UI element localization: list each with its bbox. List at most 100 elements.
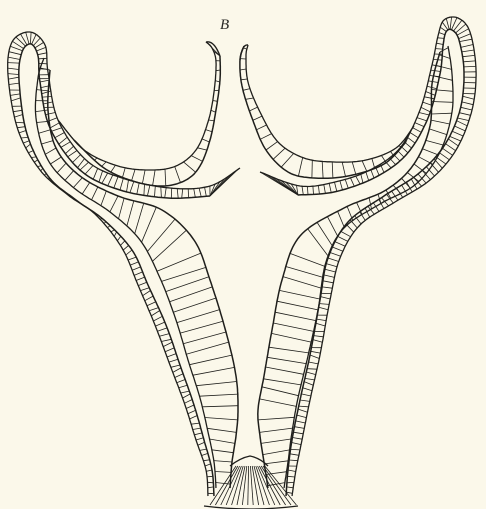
cell-wall [120, 241, 125, 246]
cell-wall [214, 461, 232, 462]
right-outer-epithelium-inner-line [286, 29, 464, 496]
stalk-lumen-line [230, 456, 268, 466]
cell-wall [440, 27, 446, 31]
cell-wall [128, 257, 136, 260]
cell-wall [319, 307, 328, 310]
cell-wall [73, 155, 81, 163]
cell-wall [26, 144, 31, 148]
cell-wall [117, 236, 120, 241]
cell-wall [266, 142, 278, 150]
cell-wall [313, 340, 323, 343]
cell-wall [304, 382, 313, 386]
cell-wall [8, 63, 20, 64]
cell-wall [38, 53, 47, 55]
cell-wall [461, 107, 472, 110]
cell-wall [351, 178, 355, 186]
cell-wall [462, 50, 474, 52]
cell-wall [37, 90, 49, 91]
cell-wall [455, 126, 466, 131]
base-cell-wall [261, 466, 285, 505]
cell-wall [213, 101, 218, 102]
cell-wall [361, 174, 363, 183]
cell-wall [332, 247, 343, 251]
cell-wall [52, 128, 62, 132]
cell-wall [243, 89, 250, 91]
cell-wall [40, 80, 49, 82]
cell-wall [443, 148, 453, 155]
cell-wall [194, 433, 202, 435]
cell-wall [305, 378, 315, 380]
cell-wall [39, 130, 51, 134]
cell-wall [269, 347, 309, 353]
cell-wall [30, 32, 31, 44]
cell-wall [295, 427, 305, 429]
cell-wall [450, 136, 461, 141]
cell-wall [137, 183, 139, 194]
cell-wall [145, 296, 153, 301]
cell-wall [273, 148, 285, 159]
cell-wall [275, 312, 316, 320]
cell-wall [13, 110, 22, 111]
cell-wall [190, 355, 232, 365]
cell-wall [288, 470, 296, 472]
cell-wall [209, 120, 215, 121]
cell-wall [450, 17, 452, 29]
cell-wall [432, 102, 453, 103]
cell-wall [202, 139, 209, 142]
cell-wall [352, 162, 356, 174]
cell-wall [42, 97, 52, 98]
cell-wall [338, 211, 345, 227]
cell-wall [36, 110, 49, 112]
cell-wall [413, 128, 422, 133]
cell-wall [417, 118, 427, 121]
cell-wall [45, 148, 56, 154]
cell-wall [322, 161, 323, 178]
cell-wall [163, 342, 172, 347]
cell-wall [102, 173, 108, 183]
cell-wall [8, 57, 20, 59]
cell-wall [326, 264, 337, 267]
cell-wall [317, 319, 327, 321]
cell-wall [323, 281, 333, 283]
cell-wall [173, 368, 181, 373]
cell-wall [328, 258, 339, 262]
cell-wall [182, 189, 183, 198]
cell-wall [407, 137, 415, 143]
cell-wall [153, 170, 156, 186]
cell-wall [281, 154, 293, 168]
cell-wall [193, 428, 201, 429]
right-outer-epithelium-outer-line [260, 17, 476, 496]
cell-wall [61, 142, 70, 148]
cell-wall [463, 61, 475, 62]
cell-wall [111, 165, 116, 172]
cell-wall [332, 162, 333, 178]
cell-wall [327, 217, 337, 237]
left-lobe-inner-line [74, 56, 220, 186]
cell-wall [301, 394, 311, 396]
cell-wall [31, 157, 36, 158]
cell-wall [371, 170, 374, 178]
cell-wall [8, 77, 19, 79]
cell-wall [260, 172, 298, 195]
cell-wall [279, 290, 319, 299]
cell-wall [147, 302, 156, 306]
cell-wall [299, 406, 309, 407]
cell-wall [193, 367, 235, 375]
cell-wall [208, 482, 214, 483]
cell-wall [439, 153, 449, 160]
cell-wall [203, 460, 209, 461]
cell-wall [184, 162, 196, 172]
cell-wall [429, 129, 447, 135]
cell-wall [258, 417, 294, 420]
cell-wall [11, 98, 20, 101]
cell-wall [175, 374, 183, 378]
cell-wall [309, 362, 319, 364]
cell-wall [286, 267, 323, 278]
cell-wall [17, 127, 25, 128]
cell-wall [207, 428, 236, 432]
cell-wall [196, 382, 236, 386]
cell-wall [419, 157, 433, 165]
cell-wall [210, 439, 235, 443]
